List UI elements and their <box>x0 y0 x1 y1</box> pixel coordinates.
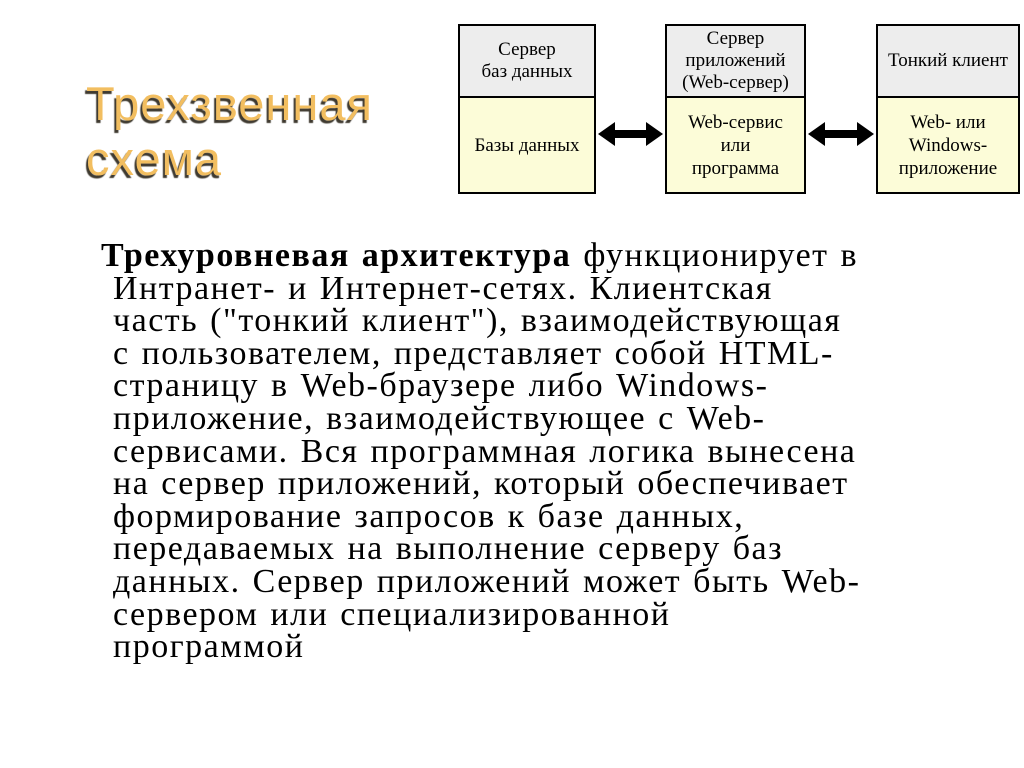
box-header-label: Сервер баз данных <box>460 26 594 98</box>
slide-title: Трехзвенная схема <box>86 77 373 185</box>
arrow-shaft <box>825 130 857 138</box>
diagram-box-thin-client: Тонкий клиент Web- или Windows- приложен… <box>876 24 1020 194</box>
arrowhead-left-icon <box>598 122 615 146</box>
diagram-box-database-server: Сервер баз данных Базы данных <box>458 24 596 194</box>
double-headed-arrow-icon <box>598 122 663 146</box>
slide-body-paragraph: Трехуровневая архитектура функционирует … <box>101 237 971 666</box>
paragraph-text: функционирует в Интранет- и Интернет-сет… <box>113 237 861 666</box>
box-header-label: Сервер приложений (Web-сервер) <box>667 26 804 98</box>
diagram-box-application-server: Сервер приложений (Web-сервер) Web-серви… <box>665 24 806 194</box>
double-headed-arrow-icon <box>808 122 874 146</box>
box-header-label: Тонкий клиент <box>878 26 1018 98</box>
box-body-label: Web-сервис или программа <box>688 111 783 179</box>
box-body-label: Web- или Windows- приложение <box>898 111 998 179</box>
arrowhead-right-icon <box>646 122 663 146</box>
paragraph-bold-lead: Трехуровневая архитектура <box>101 237 572 274</box>
box-body-label: Базы данных <box>474 134 580 156</box>
arrow-shaft <box>615 130 646 138</box>
arrowhead-left-icon <box>808 122 825 146</box>
arrowhead-right-icon <box>857 122 874 146</box>
